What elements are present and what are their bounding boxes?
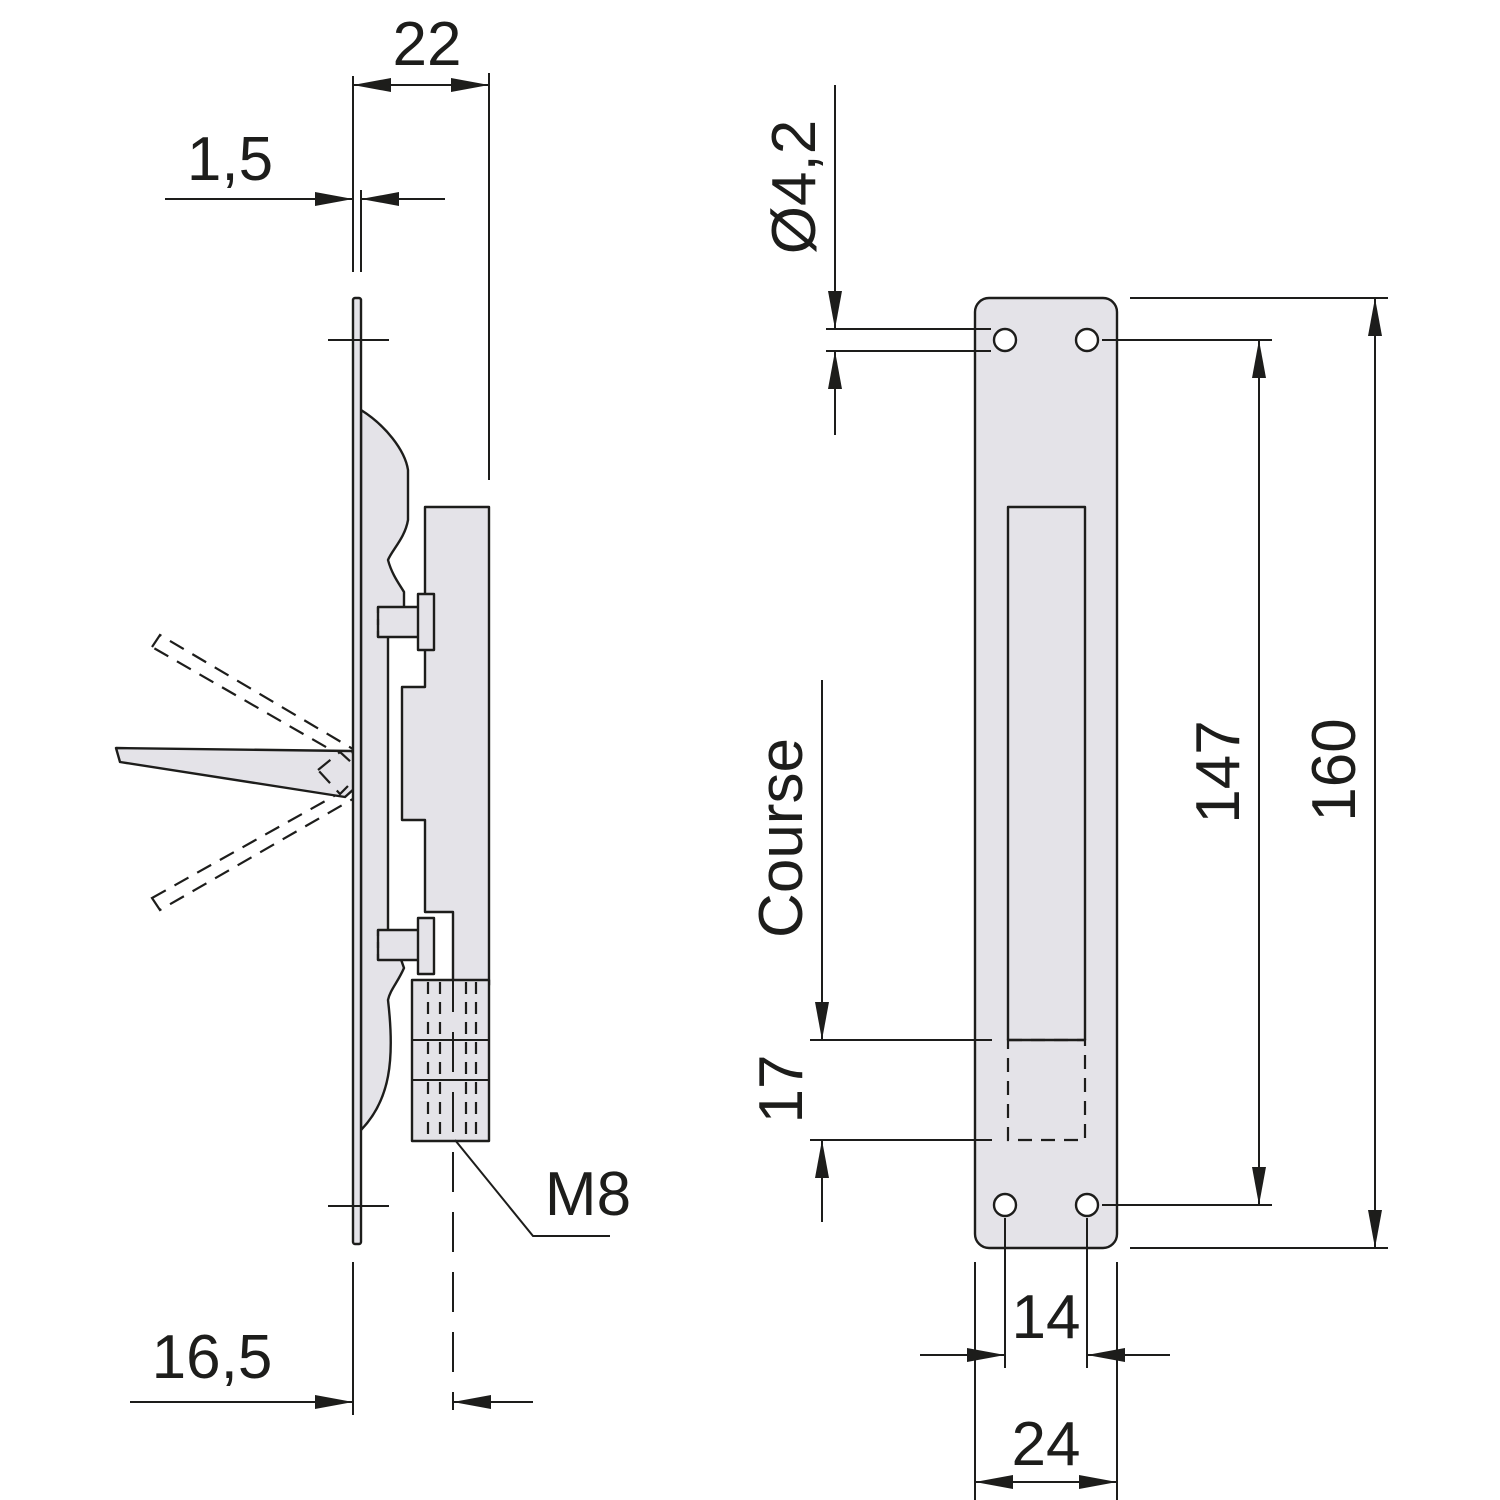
- dim-14-line: [920, 1348, 1170, 1362]
- bolt-slot: [1006, 505, 1087, 1042]
- mounting-hole: [1074, 327, 1100, 353]
- dim-hole-diameter-line: [828, 85, 842, 435]
- m8-leader: [454, 1139, 610, 1237]
- dim-24-label: 24: [1012, 1410, 1081, 1479]
- dim-travel-caption: Course: [747, 738, 816, 938]
- mounting-hole: [992, 1192, 1018, 1218]
- dim-147-label: 147: [1184, 720, 1253, 823]
- bolt-housing: [400, 505, 491, 987]
- dim-16-5-line: [130, 1395, 533, 1409]
- dim-hole-diameter-label: Ø4,2: [760, 120, 829, 254]
- lever-ghost-down: [150, 784, 360, 912]
- mounting-hole: [992, 327, 1018, 353]
- bolt-extended-outline: [1006, 1038, 1087, 1142]
- thread-label: M8: [545, 1160, 631, 1229]
- threaded-end: [410, 978, 491, 1143]
- dim-1-5-line: [165, 192, 445, 206]
- mounting-hole: [1074, 1192, 1100, 1218]
- side-view: 22 1,5: [114, 10, 631, 1415]
- front-view: Ø4,2 Course 17 147 160: [747, 85, 1388, 1500]
- dim-160-label: 160: [1300, 718, 1369, 821]
- dim-14-label: 14: [1012, 1283, 1081, 1352]
- dim-160-line: [1368, 298, 1382, 1248]
- screw-bottom: [376, 916, 436, 976]
- dim-travel-label: 17: [747, 1055, 816, 1124]
- dim-travel-line: [815, 680, 829, 1222]
- dim-1-5-label: 1,5: [187, 125, 273, 194]
- dim-147-line: [1252, 340, 1266, 1205]
- dim-16-5-label: 16,5: [152, 1323, 273, 1392]
- screw-top: [376, 592, 436, 652]
- dim-22-line: [353, 78, 489, 92]
- dim-22-label: 22: [393, 10, 462, 79]
- base-plate: [351, 296, 363, 1246]
- lever-ghost-up: [150, 633, 360, 764]
- dim-24-line: [975, 1475, 1117, 1489]
